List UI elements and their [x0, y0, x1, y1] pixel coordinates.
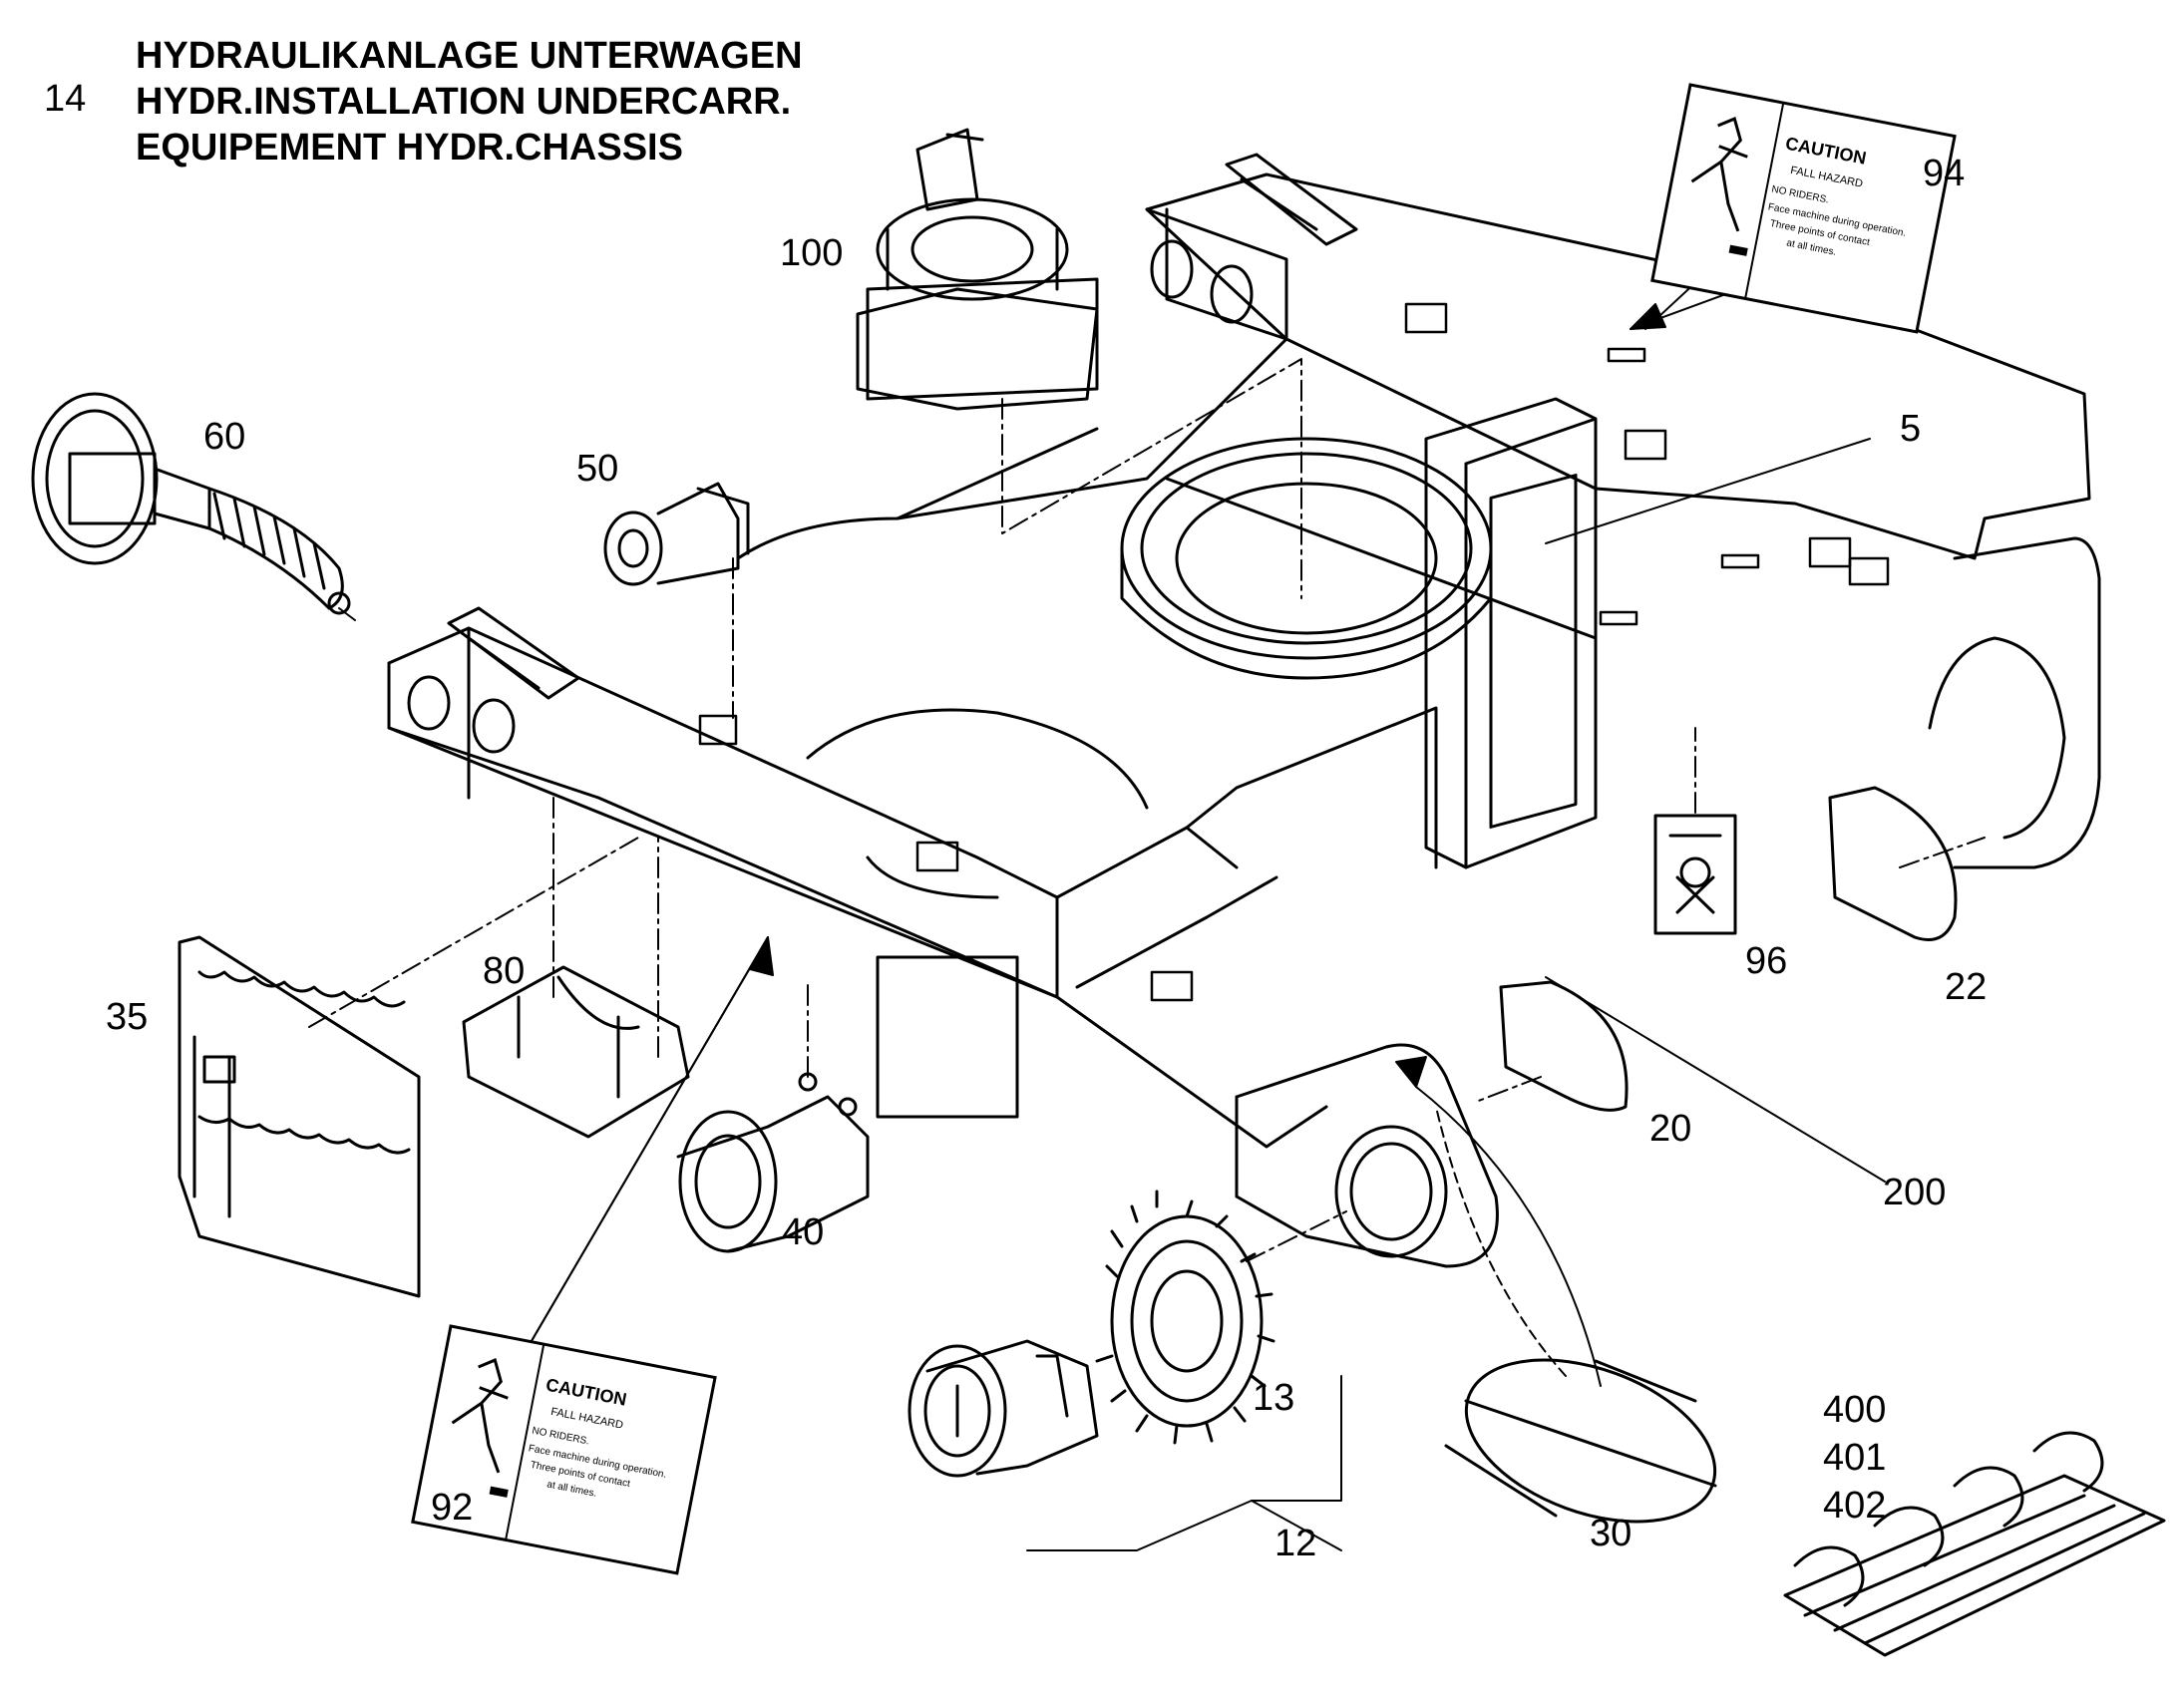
- callout-13: 13: [1253, 1377, 1295, 1419]
- callout-92: 92: [431, 1487, 474, 1529]
- decal-96: [1653, 814, 1737, 935]
- direction-arrows: [528, 273, 1781, 1347]
- carrier-roller-part: [603, 482, 750, 586]
- callout-400: 400: [1823, 1389, 1887, 1431]
- callout-12: 12: [1274, 1523, 1317, 1564]
- round-cover-part: [1444, 1358, 1717, 1524]
- rotary-joint-part: [856, 128, 1099, 411]
- callout-50: 50: [576, 448, 619, 490]
- track-roller-part: [676, 1072, 870, 1253]
- callout-96: 96: [1745, 940, 1788, 982]
- callout-100: 100: [780, 232, 844, 274]
- callout-402: 402: [1823, 1485, 1887, 1527]
- caution-decal-92: CAUTION FALL HAZARD NO RIDERS. Face mach…: [411, 1324, 717, 1575]
- track-guard-part: [178, 935, 421, 1298]
- callout-60: 60: [203, 416, 246, 458]
- sprocket-part: [1095, 1190, 1275, 1445]
- callout-80: 80: [483, 950, 526, 992]
- callout-35: 35: [106, 996, 149, 1038]
- undercarriage-frame: [387, 153, 2101, 1268]
- title-english: HYDR.INSTALLATION UNDERCARR.: [136, 81, 792, 123]
- caution-decal-94: CAUTION FALL HAZARD NO RIDERS. Face mach…: [1650, 83, 1957, 334]
- roller-guard-part: [462, 965, 690, 1139]
- cover-plate-20: [1499, 980, 1629, 1112]
- callout-5: 5: [1900, 408, 1922, 450]
- section-number: 14: [44, 78, 87, 120]
- callout-30: 30: [1590, 1513, 1633, 1554]
- callout-22: 22: [1945, 966, 1988, 1008]
- travel-motor-part: [908, 1339, 1099, 1478]
- title-german: HYDRAULIKANLAGE UNTERWAGEN: [136, 35, 803, 77]
- title-french: EQUIPEMENT HYDR.CHASSIS: [136, 127, 683, 169]
- cover-plate-22: [1828, 786, 1958, 941]
- leader-lines: [308, 139, 1986, 1551]
- callout-20: 20: [1649, 1108, 1692, 1150]
- track-chain-part: [1783, 1431, 2166, 1657]
- callout-200: 200: [1883, 1172, 1947, 1213]
- callout-401: 401: [1823, 1437, 1887, 1479]
- idler-assembly-part: [31, 392, 351, 615]
- frame-pads: [698, 302, 1890, 1002]
- callout-40: 40: [782, 1211, 825, 1253]
- callout-94: 94: [1923, 153, 1966, 194]
